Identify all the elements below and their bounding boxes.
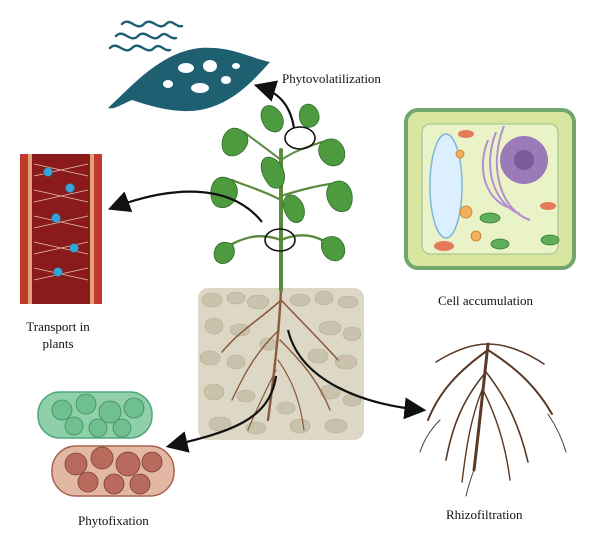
label-phytovolatilization: Phytovolatilization [282,71,381,86]
stem-highlight-circle [264,228,296,252]
plant-leaves [210,103,353,264]
phytofixation-icon [37,391,175,497]
rhizofiltration-roots-icon [419,342,567,497]
label-transport-line2: plants [42,336,74,351]
vessel-icon [20,154,102,304]
plant-roots [221,286,339,431]
plant-cell-icon [404,108,576,270]
arrow-to-fixation [165,375,278,453]
arrow-to-volatilization [253,80,296,129]
arrow-to-transport [107,190,263,223]
plant-stem [230,131,332,292]
leaf-highlight-circle [284,126,316,150]
volatile-leaf-icon [108,20,270,112]
label-rhizofiltration: Rhizofiltration [446,507,523,522]
label-cell-accumulation: Cell accumulation [438,293,533,308]
arrow-to-rhizofiltration [286,329,427,420]
arrows [107,80,427,453]
label-transport: Transport in plants [16,318,100,352]
label-transport-line1: Transport in [26,319,90,334]
label-phytofixation: Phytofixation [78,513,149,528]
